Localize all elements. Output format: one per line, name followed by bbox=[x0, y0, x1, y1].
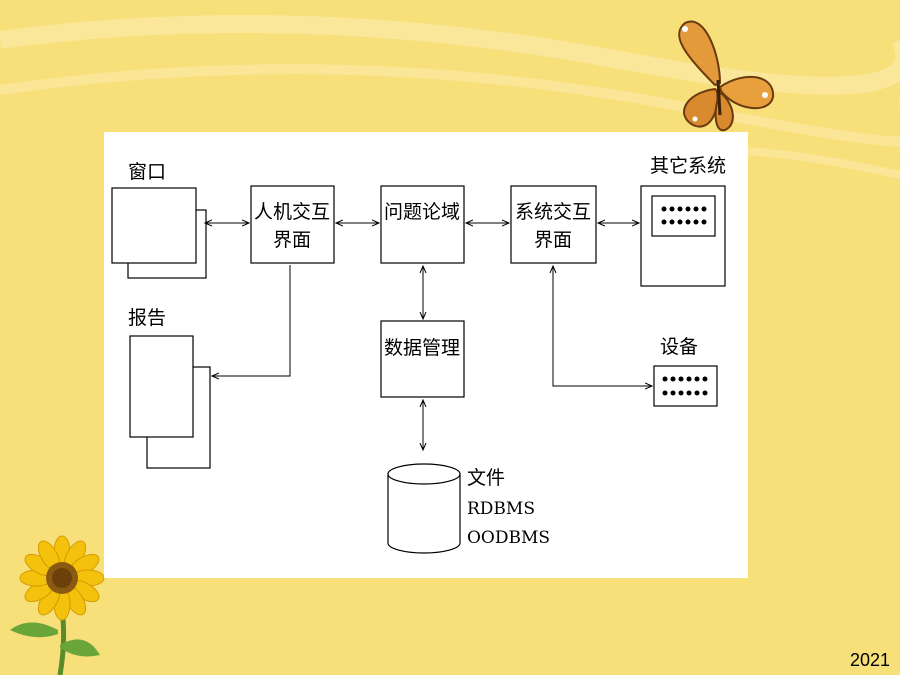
sunflower-icon bbox=[10, 535, 105, 675]
window-stack-front bbox=[111, 187, 197, 264]
diagram-panel: 窗口 报告 人机交互 界面 问题论域 系统交互 界面 数据管理 其它系统 设备 bbox=[104, 132, 748, 578]
storage-label-line2: RDBMS bbox=[467, 499, 535, 519]
report-stack-front bbox=[129, 335, 194, 438]
other-systems-dots bbox=[661, 206, 707, 225]
arrow-sysif-device bbox=[553, 266, 652, 386]
database-cylinder-icon bbox=[387, 463, 461, 554]
problem-domain-box bbox=[380, 185, 465, 264]
device-dots bbox=[662, 376, 708, 396]
storage-label-line3: OODBMS bbox=[467, 528, 550, 548]
report-label: 报告 bbox=[128, 307, 166, 329]
hci-label-line2: 界面 bbox=[273, 229, 311, 251]
arrow-hci-report bbox=[212, 265, 291, 376]
data-management-box bbox=[380, 320, 465, 398]
storage-label-line1: 文件 bbox=[467, 467, 505, 489]
other-systems-label: 其它系统 bbox=[650, 155, 726, 177]
butterfly-icon bbox=[678, 20, 775, 132]
year-label: 2021 bbox=[849, 650, 890, 670]
hci-box bbox=[250, 185, 335, 264]
problem-domain-label: 问题论域 bbox=[384, 201, 460, 223]
hci-label-line1: 人机交互 bbox=[254, 201, 330, 223]
system-interface-label-line2: 界面 bbox=[534, 229, 572, 251]
device-box bbox=[653, 365, 718, 407]
data-management-label: 数据管理 bbox=[384, 337, 460, 359]
system-interface-label-line1: 系统交互 bbox=[515, 201, 591, 223]
system-interface-box bbox=[510, 185, 597, 264]
system-architecture-diagram: 窗口 报告 人机交互 界面 问题论域 系统交互 界面 数据管理 其它系统 设备 bbox=[111, 155, 726, 554]
device-label: 设备 bbox=[660, 336, 698, 358]
other-systems-panel bbox=[651, 195, 716, 237]
window-label: 窗口 bbox=[128, 161, 166, 183]
